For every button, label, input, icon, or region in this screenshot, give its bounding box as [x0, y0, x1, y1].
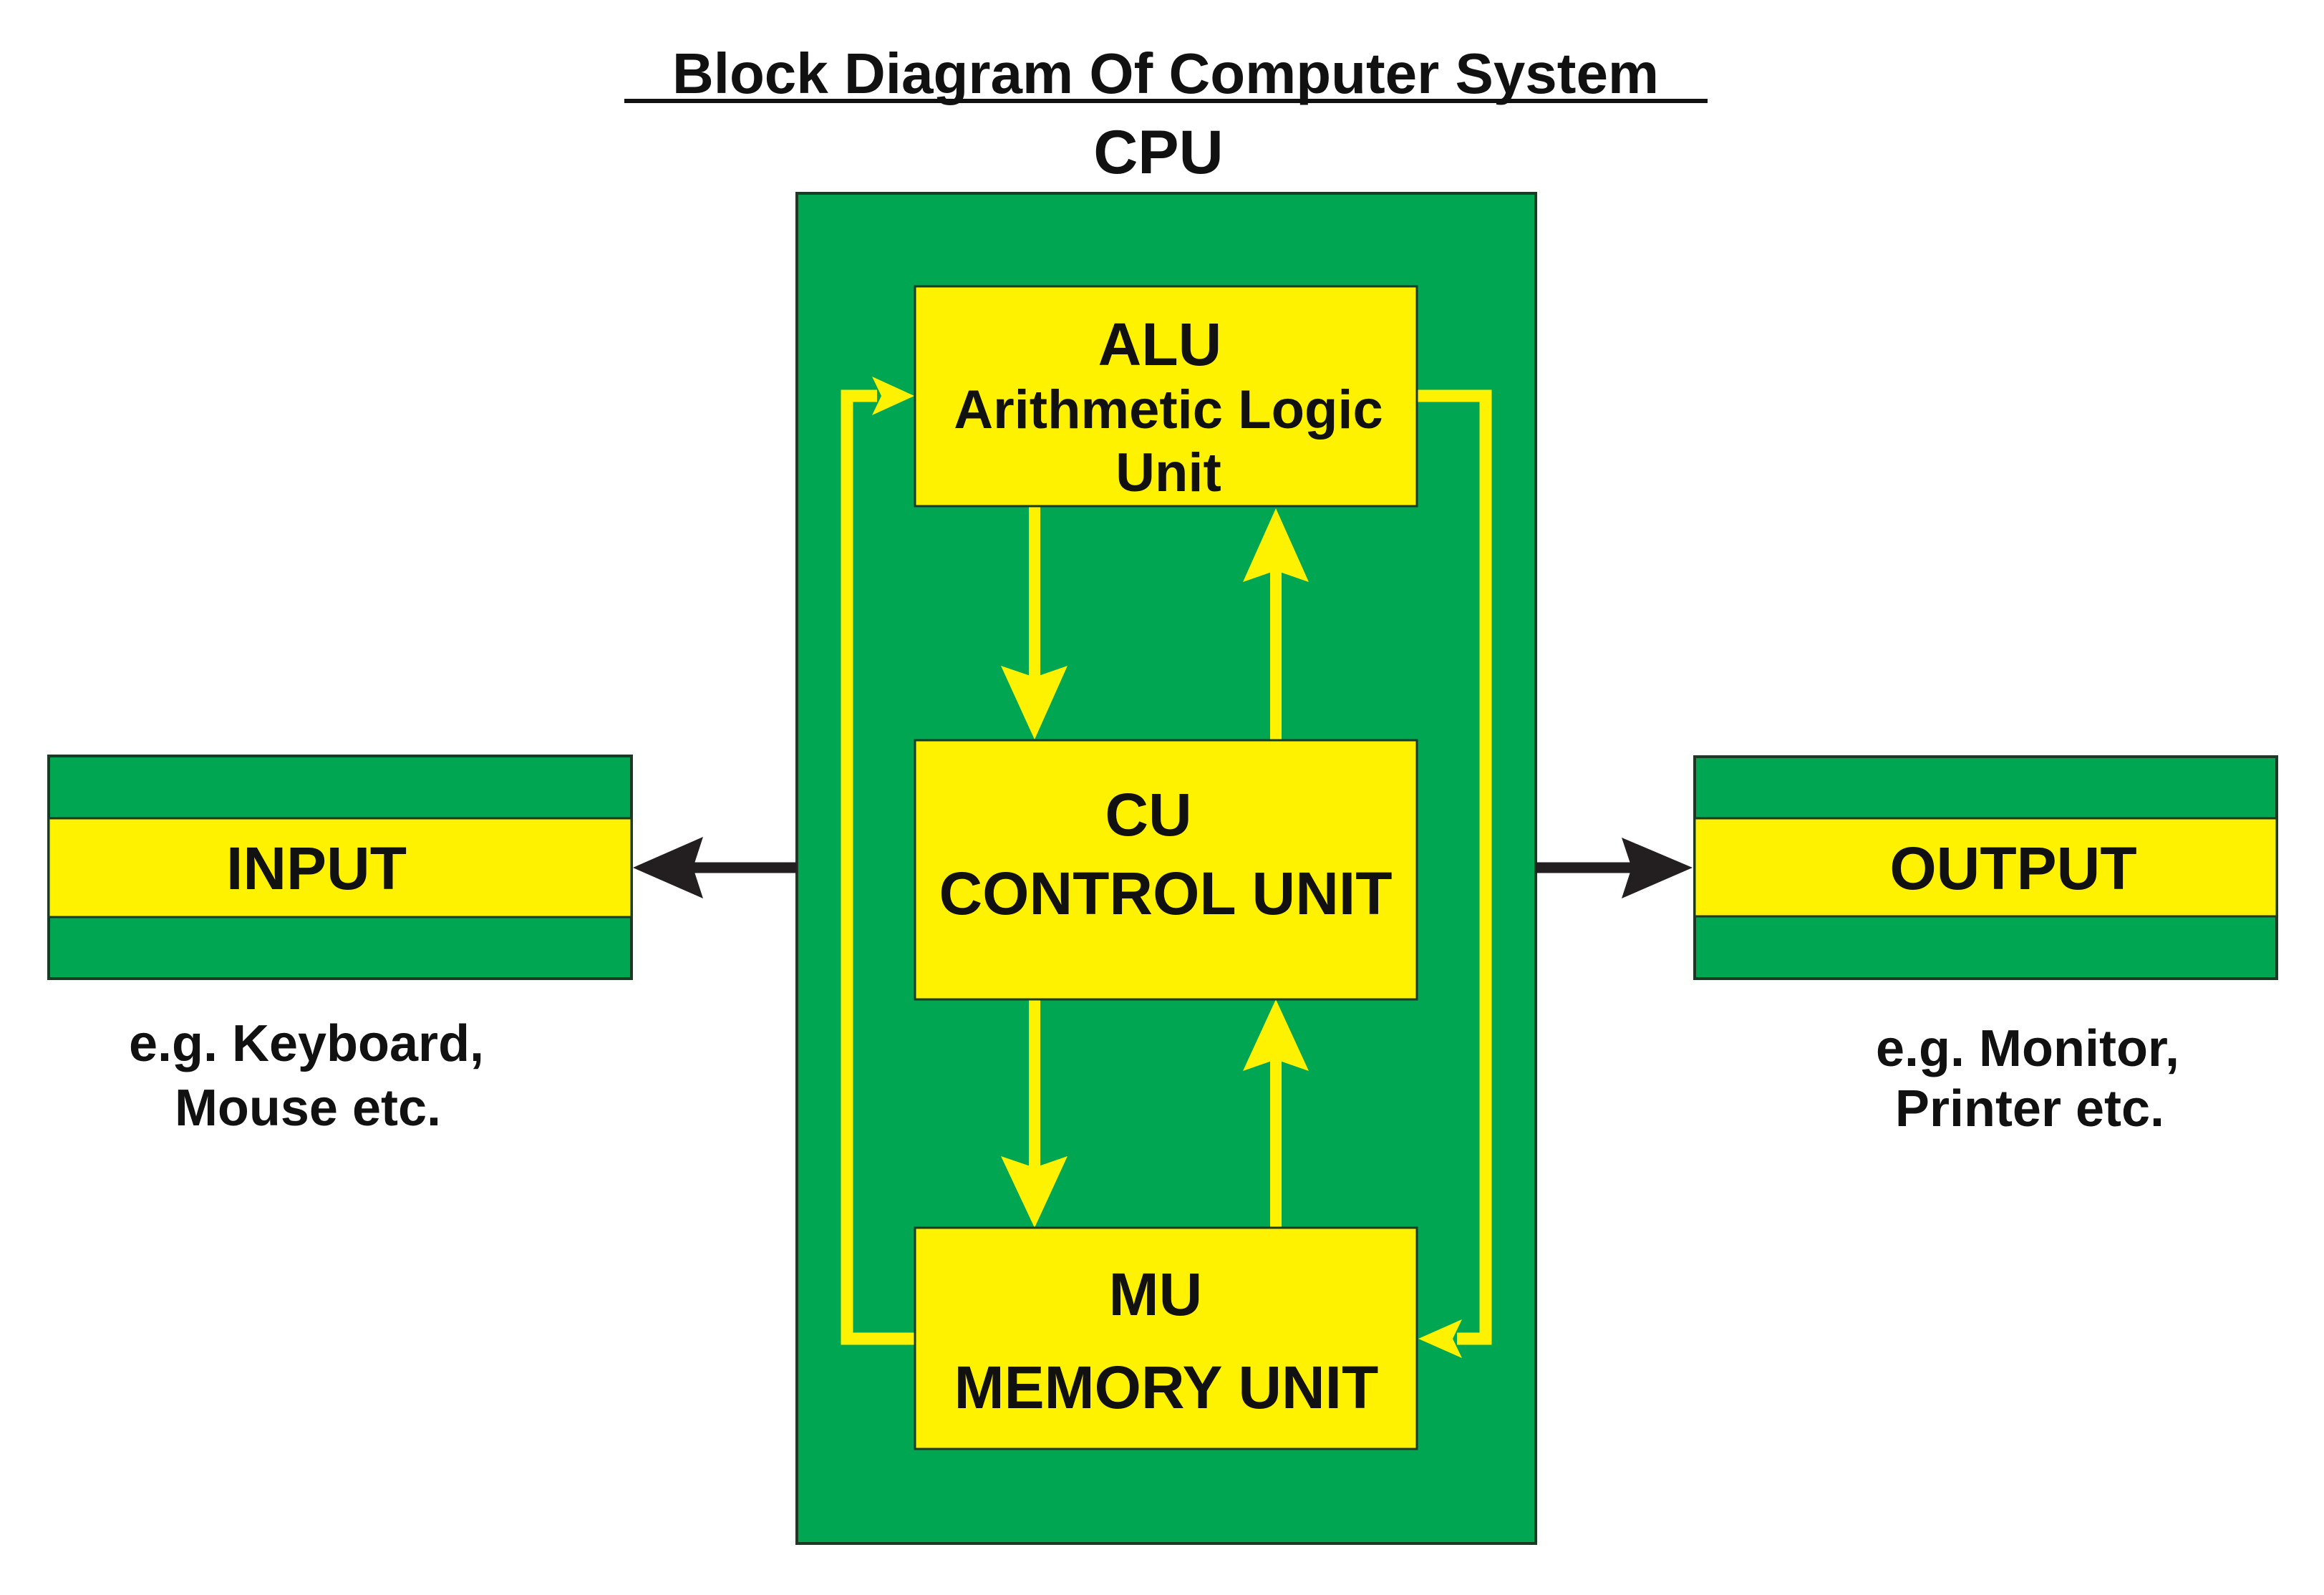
- arrow-up-icon: [1243, 508, 1309, 582]
- arrow-mu-to-cu: [1243, 999, 1309, 1228]
- output-block[interactable]: OUTPUT: [1693, 755, 2278, 980]
- arrow-cu-to-alu: [1243, 508, 1309, 740]
- cu-abbr: CU: [1105, 781, 1191, 848]
- arrow-cpu-to-input: [633, 837, 797, 898]
- arrow-down-icon: [1001, 1156, 1067, 1228]
- arrow-down-icon: [1001, 666, 1067, 740]
- arrow-left-icon: [633, 837, 703, 898]
- left-loop-connector: [841, 377, 915, 1345]
- arrow-cu-to-mu: [1001, 999, 1067, 1228]
- input-example-line1: e.g. Keyboard,: [129, 1015, 484, 1072]
- mu-abbr: MU: [1109, 1261, 1203, 1328]
- alu-block[interactable]: ALU Arithmetic Logic Unit: [914, 285, 1418, 508]
- input-label: INPUT: [226, 835, 407, 902]
- arrowhead-into-alu-icon: [872, 377, 914, 415]
- input-block[interactable]: INPUT: [47, 755, 633, 980]
- arrow-alu-to-cu: [1001, 506, 1067, 740]
- cu-block[interactable]: CU CONTROL UNIT: [914, 739, 1418, 1001]
- title-underline: [624, 99, 1708, 103]
- arrow-cpu-to-output: [1536, 838, 1693, 898]
- diagram-title: Block Diagram Of Computer System: [672, 42, 1659, 105]
- output-label: OUTPUT: [1889, 835, 2136, 902]
- input-example-line2: Mouse etc.: [175, 1080, 441, 1137]
- cu-name: CONTROL UNIT: [939, 860, 1392, 927]
- arrow-right-icon: [1622, 838, 1693, 898]
- output-example-line1: e.g. Monitor,: [1876, 1020, 2179, 1077]
- alu-name-line1: Arithmetic Logic: [954, 379, 1383, 440]
- output-example-line2: Printer etc.: [1895, 1080, 2164, 1138]
- alu-name-line2: Unit: [1115, 442, 1221, 503]
- arrowhead-into-mu-icon: [1418, 1319, 1462, 1358]
- arrow-up-icon: [1243, 999, 1309, 1071]
- right-loop-connector: [1417, 389, 1492, 1358]
- alu-abbr: ALU: [1098, 311, 1222, 378]
- mu-name: MEMORY UNIT: [954, 1354, 1379, 1421]
- cpu-label: CPU: [1093, 118, 1224, 187]
- mu-block[interactable]: MU MEMORY UNIT: [914, 1226, 1418, 1450]
